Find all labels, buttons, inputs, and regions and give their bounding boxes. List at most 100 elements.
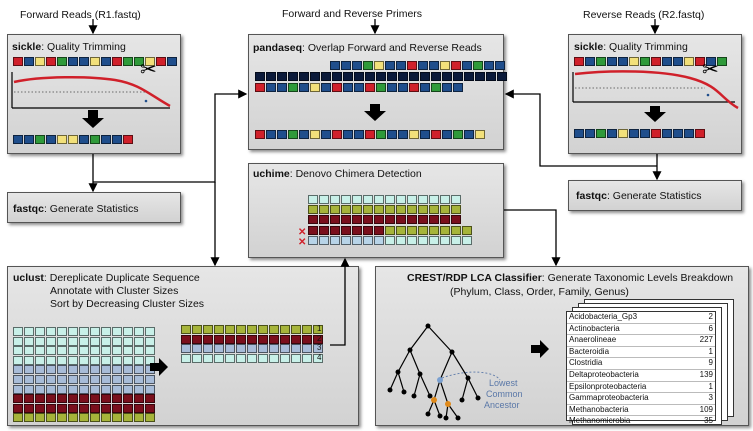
base-cell <box>90 365 100 375</box>
uclust-seq-row <box>13 375 155 384</box>
base-cell <box>673 57 683 66</box>
uchime-seq-3 <box>308 215 461 224</box>
base-cell <box>13 327 23 336</box>
base-cell <box>46 394 56 404</box>
base-cell <box>90 336 100 346</box>
base-cell <box>90 375 100 384</box>
base-cell <box>291 344 301 354</box>
base-cell <box>68 135 78 144</box>
base-cell <box>24 346 34 356</box>
base-cell <box>192 334 202 344</box>
base-cell <box>277 83 287 92</box>
base-cell <box>123 384 133 394</box>
base-cell <box>440 205 450 214</box>
base-cell <box>453 83 463 92</box>
base-cell <box>255 72 265 81</box>
base-cell <box>35 403 45 413</box>
base-cell <box>717 57 727 66</box>
base-cell <box>363 215 373 224</box>
base-cell <box>123 327 133 336</box>
base-cell <box>618 129 628 138</box>
base-cell <box>79 336 89 346</box>
base-cell <box>266 83 276 92</box>
base-cell <box>258 353 268 363</box>
pandaseq-read-primer <box>255 72 507 81</box>
base-cell <box>451 61 461 70</box>
base-cell <box>13 394 23 404</box>
base-cell <box>255 83 265 92</box>
uclust-seq-row <box>13 384 155 394</box>
base-cell <box>145 57 155 66</box>
pandaseq-tool: pandaseq <box>253 42 303 54</box>
base-cell <box>607 129 617 138</box>
base-cell <box>269 325 279 334</box>
base-cell <box>396 61 406 70</box>
base-cell <box>629 57 639 66</box>
base-cell <box>321 130 331 139</box>
base-cell <box>574 57 584 66</box>
base-cell <box>35 365 45 375</box>
base-cell <box>68 57 78 66</box>
base-cell <box>266 72 276 81</box>
base-cell <box>35 135 45 144</box>
base-cell <box>387 83 397 92</box>
base-cell <box>225 353 235 363</box>
base-cell <box>203 344 213 354</box>
base-cell <box>203 325 213 334</box>
base-cell <box>310 83 320 92</box>
base-cell <box>280 353 290 363</box>
base-cell <box>684 57 694 66</box>
base-cell <box>332 83 342 92</box>
base-cell <box>13 403 23 413</box>
base-cell <box>332 130 342 139</box>
base-cell <box>57 394 67 404</box>
base-cell <box>418 61 428 70</box>
primers-label: Forward and Reverse Primers <box>282 8 423 20</box>
base-cell <box>90 135 100 144</box>
base-cell <box>68 365 78 375</box>
base-cell <box>101 365 111 375</box>
base-cell <box>330 205 340 214</box>
base-cell <box>330 226 340 235</box>
base-cell <box>418 215 428 224</box>
base-cell <box>396 205 406 214</box>
base-cell <box>192 353 202 363</box>
base-cell <box>57 365 67 375</box>
base-cell <box>24 365 34 375</box>
base-cell <box>112 365 122 375</box>
base-cell <box>134 384 144 394</box>
base-cell <box>266 130 276 139</box>
base-cell <box>341 195 351 204</box>
uclust-seq-row <box>13 336 155 346</box>
base-cell <box>352 205 362 214</box>
base-cell <box>440 195 450 204</box>
base-cell <box>442 130 452 139</box>
uchime-chimera-2 <box>308 236 472 245</box>
fastqc-left-box <box>7 192 181 223</box>
base-cell <box>236 344 246 354</box>
base-cell <box>420 83 430 92</box>
base-cell <box>145 403 155 413</box>
base-cell <box>429 61 439 70</box>
base-cell <box>291 334 301 344</box>
base-cell <box>123 135 133 144</box>
base-cell <box>429 236 439 245</box>
cluster-number: 2 <box>317 333 322 343</box>
base-cell <box>429 195 439 204</box>
base-cell <box>134 365 144 375</box>
base-cell <box>46 403 56 413</box>
base-cell <box>57 355 67 365</box>
base-cell <box>308 195 318 204</box>
base-cell <box>13 336 23 346</box>
taxon-name: Methanomicrobia <box>569 416 631 426</box>
base-cell <box>407 215 417 224</box>
base-cell <box>352 236 362 245</box>
base-cell <box>13 384 23 394</box>
base-cell <box>429 226 439 235</box>
